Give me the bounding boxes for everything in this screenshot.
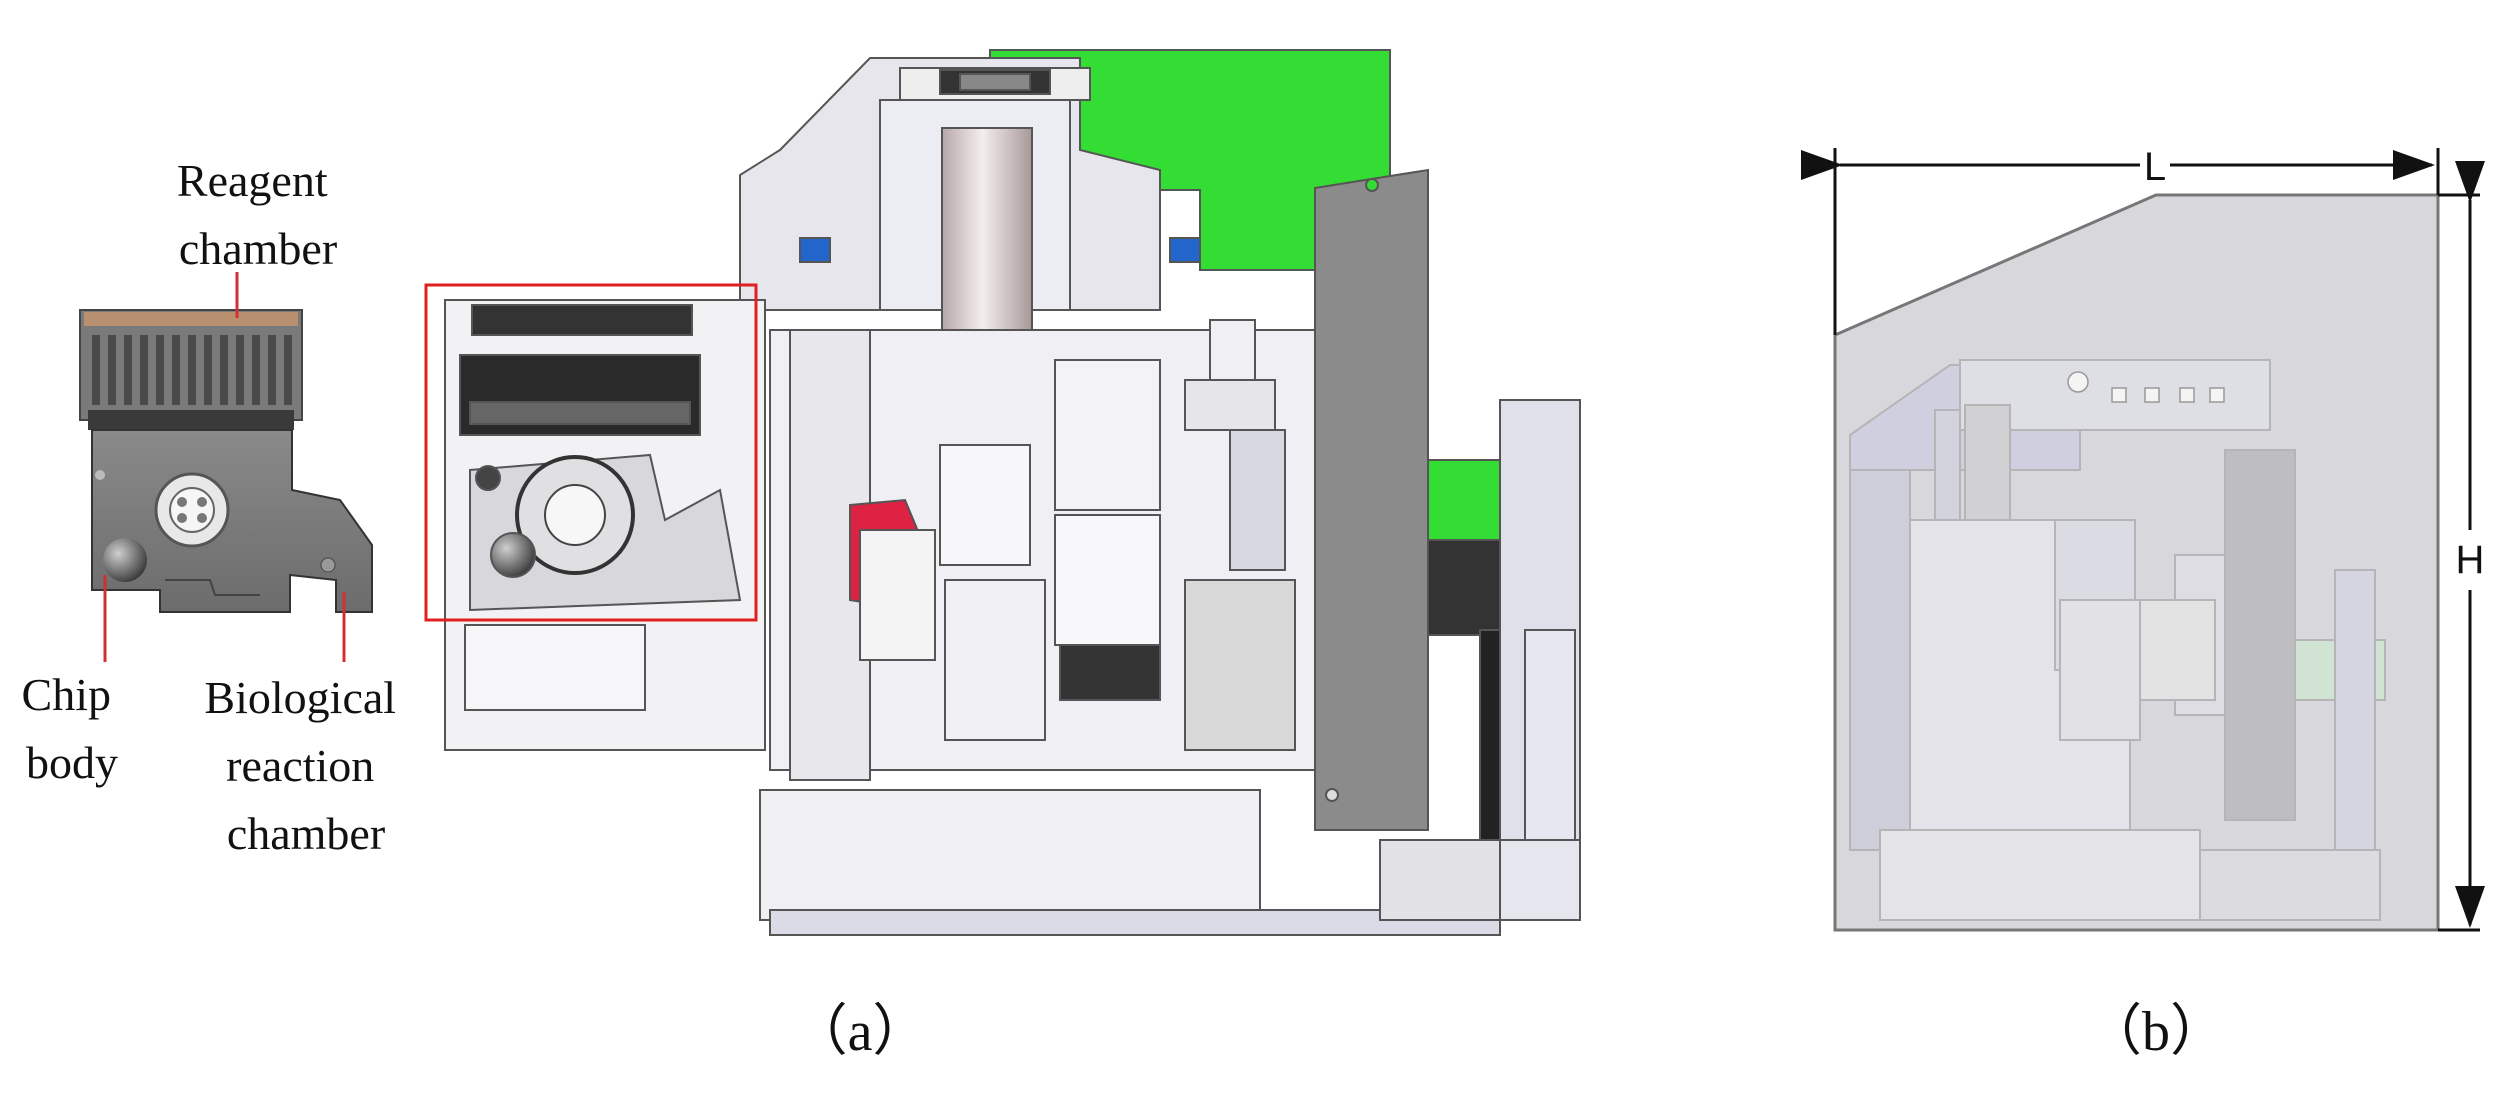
caption-b: （b） (2086, 1001, 2226, 1063)
chip-illustration (79, 309, 373, 613)
dimension-label-l: L (2144, 145, 2166, 189)
label-biological-reaction-chamber: Biological reaction chamber (204, 672, 407, 859)
leader-lines (103, 272, 346, 662)
instrument-illustration (424, 49, 1581, 936)
label-reagent-chamber: Reagent chamber (177, 155, 339, 274)
dimension-label-h: H (2456, 538, 2485, 582)
label-chip-body: Chip body (22, 669, 123, 788)
dimension-lines (1801, 148, 2485, 932)
caption-a: （a） (792, 1001, 929, 1063)
panel-b-enclosure (1833, 193, 2440, 932)
